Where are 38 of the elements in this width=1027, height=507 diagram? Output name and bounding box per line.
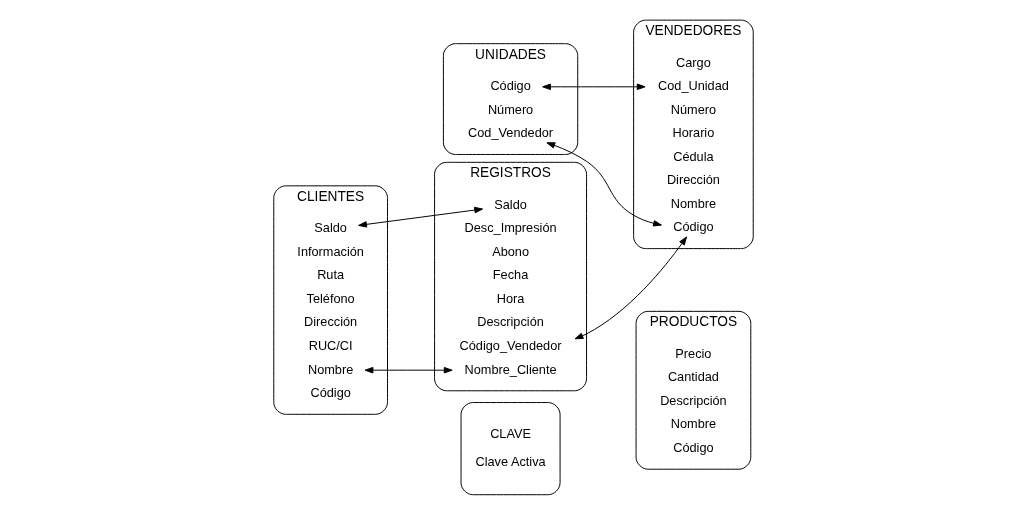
node-text: Horario (672, 125, 715, 141)
node-text: Dirección (666, 172, 720, 188)
node-text: Código (673, 439, 714, 455)
node-text: Cargo (676, 54, 711, 70)
arrow (574, 236, 687, 340)
node-text: Nombre (670, 416, 717, 432)
node-text: Nombre (307, 361, 354, 377)
node-text: Dirección (304, 314, 358, 330)
arrow (358, 206, 484, 228)
node-text: Cédula (673, 148, 714, 164)
node-text: Precio (675, 345, 712, 361)
node-text: Saldo (314, 220, 347, 236)
node-box: CLAVE Clave Activa (460, 402, 561, 496)
node-text: Información (297, 243, 364, 259)
node-text: Código (673, 219, 714, 235)
node-text: Código (490, 78, 531, 94)
node-text: Cod_Unidad (658, 78, 729, 94)
node-text: Descripción (477, 314, 544, 330)
node-text: Hora (496, 290, 525, 306)
arrow (542, 83, 646, 91)
node-text: RUC/CI (308, 337, 353, 353)
node-text: Código (310, 385, 351, 401)
node-text: Cod_Vendedor (468, 125, 554, 141)
arrow (546, 142, 662, 227)
node-text: Número (670, 101, 717, 117)
arrow (364, 366, 453, 374)
node-text: Abono (492, 243, 529, 259)
node-text: Cantidad (667, 369, 719, 385)
node-text: Ruta (317, 267, 345, 283)
node-text: Fecha (492, 267, 529, 283)
node-text: Nombre (670, 195, 717, 211)
node-text: Teléfono (306, 290, 355, 306)
node-text: Código_Vendedor (459, 337, 562, 353)
node-text: Nombre_Cliente (464, 361, 557, 377)
node-text: Saldo (494, 196, 527, 212)
node-text: Descripción (660, 392, 727, 408)
node-text: Número (487, 101, 534, 117)
node-text: Desc_Impresión (464, 220, 557, 236)
